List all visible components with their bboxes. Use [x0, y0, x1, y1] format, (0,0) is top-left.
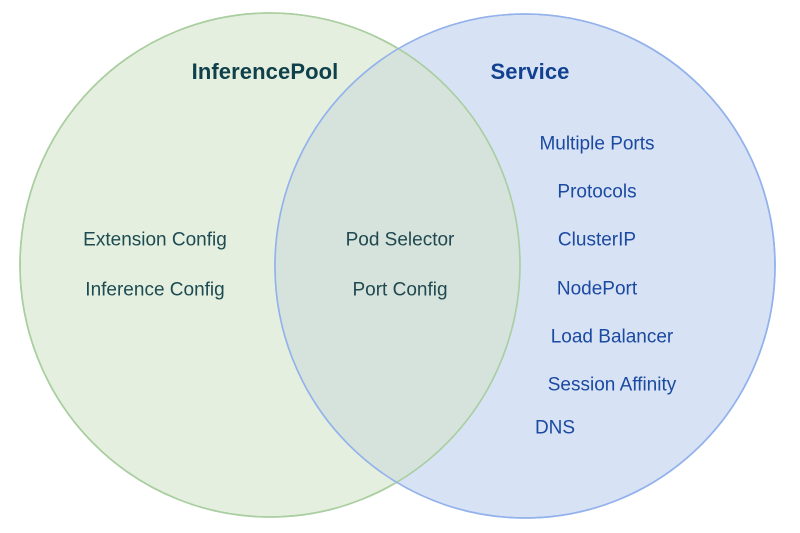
- list-item-pod-selector: Pod Selector: [345, 229, 455, 251]
- circle-intersection[interactable]: [275, 14, 775, 518]
- list-item-port-config: Port Config: [352, 279, 448, 301]
- circle-service-outline: [274, 13, 776, 519]
- list-item-extension-config: Extension Config: [83, 229, 227, 251]
- list-item-dns: DNS: [534, 417, 576, 439]
- list-item-load-balancer: Load Balancer: [550, 326, 674, 348]
- set-title-inferencepool: InferencePool: [191, 58, 339, 84]
- set-title-service: Service: [490, 58, 570, 84]
- circle-inferencepool-outline: [19, 12, 521, 518]
- list-item-nodeport: NodePort: [556, 278, 638, 300]
- list-item-session-affinity: Session Affinity: [547, 374, 677, 396]
- list-item-protocols: Protocols: [557, 181, 637, 203]
- list-item-clusterip: ClusterIP: [557, 229, 637, 251]
- list-item-multiple-ports: Multiple Ports: [539, 133, 655, 155]
- list-item-inference-config: Inference Config: [85, 279, 225, 301]
